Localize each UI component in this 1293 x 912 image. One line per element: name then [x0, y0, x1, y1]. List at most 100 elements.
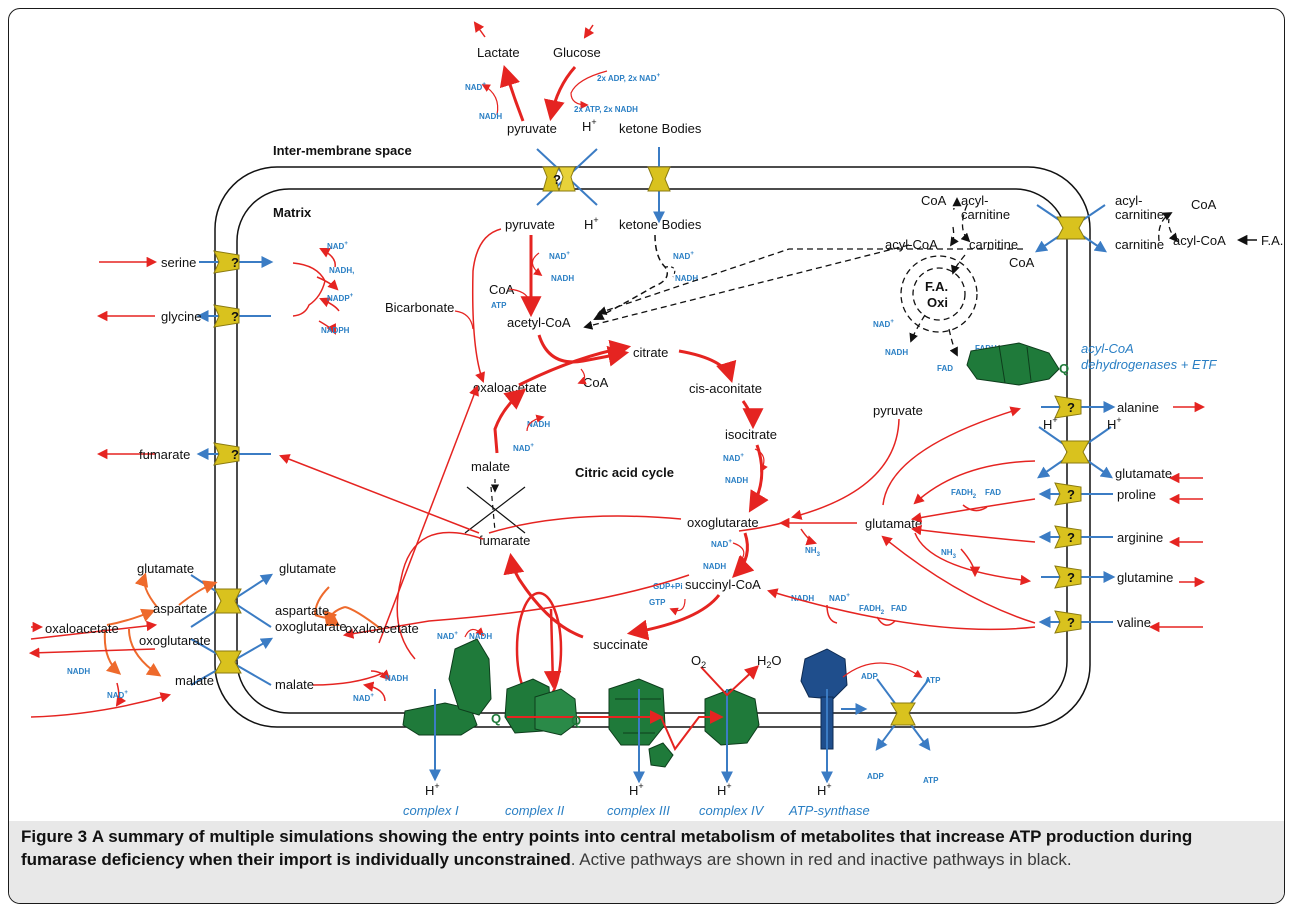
cofactor-nad-pdh: NAD+ — [549, 251, 570, 261]
transporter-proline: ? — [1038, 482, 1113, 506]
label-h-civ: H+ — [717, 781, 732, 798]
cofactor-nadp-ser: NADP+ — [327, 293, 354, 303]
pyruvate-to-acetyl — [454, 228, 676, 383]
cofactor-nad-val: NAD+ — [829, 593, 850, 603]
cofactor-nadh-ogdh: NADH — [703, 562, 726, 571]
label-complex-iii: complex III — [607, 803, 670, 818]
transporter-glutamine: ? — [1041, 565, 1116, 589]
transporter-alanine: ? — [1041, 395, 1116, 419]
svg-text:?: ? — [231, 309, 239, 324]
cofactor-atp-1: ATP — [925, 676, 941, 685]
figure-frame: Inter-membrane space Matrix Citric acid … — [8, 8, 1285, 904]
cofactor-fad-val: FAD — [891, 604, 907, 613]
cofactor-nadph-ser: NADPH — [321, 326, 350, 335]
label-glutamate-left-in: glutamate — [279, 561, 336, 576]
glycolysis-region — [473, 21, 608, 122]
label-malate-left-in: malate — [275, 677, 314, 692]
label-q-1: Q — [491, 711, 501, 726]
cofactor-nad-ogdh: NAD+ — [711, 539, 732, 549]
label-nh3-right: NH3 — [941, 548, 957, 560]
transporter-valine: ? — [1038, 610, 1113, 634]
label-fa-oxi-2: Oxi — [927, 295, 948, 310]
cofactor-nad-mdh-left: NAD+ — [353, 693, 374, 703]
svg-text:?: ? — [1067, 570, 1075, 585]
cofactor-nadh-mdh-left: NADH — [385, 674, 408, 683]
caption-band — [9, 821, 1284, 903]
metabolism-diagram: Inter-membrane space Matrix Citric acid … — [28, 21, 1283, 818]
complex-iv-icon — [700, 665, 760, 784]
label-complex-ii: complex II — [505, 803, 565, 818]
label-coa-fa1: CoA — [921, 193, 947, 208]
label-nh3-left: NH3 — [805, 546, 821, 558]
label-acyl-coa-fa: acyl-CoA — [885, 237, 938, 252]
label-proline: proline — [1117, 487, 1156, 502]
fa-oxidation — [583, 197, 1179, 357]
label-h-outer: H+ — [582, 117, 597, 134]
left-matrix-arrows — [279, 385, 790, 660]
transporter-top-pyruvate: ? — [536, 148, 598, 206]
label-succinyl-coa: succinyl-CoA — [685, 577, 761, 592]
tca-arrows — [493, 334, 769, 707]
label-h2o: H2O — [757, 653, 782, 670]
cofactor-adp-1: ADP — [861, 672, 879, 681]
label-pyruvate-right: pyruvate — [873, 403, 923, 418]
cofactor-fad-pro: FAD — [985, 488, 1001, 497]
label-malate: malate — [471, 459, 510, 474]
outer-membrane — [214, 166, 1091, 728]
cofactor-gdp-pi: GDP+Pi — [653, 582, 683, 591]
label-ketone-outer: ketone Bodies — [619, 121, 702, 136]
label-carnitine-out: carnitine — [1115, 237, 1164, 252]
label-serine: serine — [161, 255, 196, 270]
label-glutamine: glutamine — [1117, 570, 1173, 585]
cofactor-atp-pc: ATP — [491, 301, 507, 310]
label-isocitrate: isocitrate — [725, 427, 777, 442]
cofactor-fadh2-val: FADH2 — [859, 604, 885, 616]
transporter-acyl-carnitine — [1035, 204, 1107, 253]
label-o2: O2 — [691, 653, 706, 670]
cofactor-adp-2: ADP — [867, 772, 885, 781]
svg-text:?: ? — [1067, 400, 1075, 415]
label-glucose: Glucose — [553, 45, 601, 60]
label-h-right-2: H+ — [1107, 415, 1122, 432]
cofactor-nadh-ser: NADH, — [329, 266, 354, 275]
label-alanine: alanine — [1117, 400, 1159, 415]
svg-text:?: ? — [231, 255, 239, 270]
label-aspartate-left-out: aspartate — [153, 601, 207, 616]
label-bicarbonate: Bicarbonate — [385, 300, 454, 315]
cofactor-nadh-mdh: NADH — [527, 420, 550, 429]
label-dehydrogenases-2: dehydrogenases + ETF — [1081, 357, 1218, 372]
label-glutamate-matrix: glutamate — [865, 516, 922, 531]
cofactor-nadh-glyc: NADH — [479, 112, 502, 121]
cofactor-nadh-ci: NADH — [469, 632, 492, 641]
transporter-glycine: ? — [196, 304, 271, 328]
label-carnitine-fa: carnitine — [969, 237, 1018, 252]
cofactor-nad-ci: NAD+ — [437, 631, 458, 641]
transporter-atp-adp — [875, 678, 931, 751]
etf-complex-icon: Q — [966, 342, 1069, 386]
malate-aspartate-shuttle — [103, 572, 382, 677]
cofactor-fad-fa: FAD — [937, 364, 953, 373]
label-oxoglutarate-left-in: oxoglutarate — [275, 619, 347, 634]
cofactor-nad-idh: NAD+ — [723, 453, 744, 463]
label-glutamate-left-out: glutamate — [137, 561, 194, 576]
figure-caption: Figure 3 A summary of multiple simulatio… — [21, 825, 1271, 871]
label-coa-pdh: CoA — [489, 282, 515, 297]
complex-ii-icon — [504, 678, 578, 736]
label-fumarate: fumarate — [479, 533, 530, 548]
label-q-2: Q — [571, 713, 581, 728]
label-h-ciii: H+ — [629, 781, 644, 798]
right-red-arrows — [766, 401, 1206, 633]
label-coa-fa2: CoA — [1009, 255, 1035, 270]
cofactor-nad-mdh: NAD+ — [513, 443, 534, 453]
complex-iii-icon — [608, 678, 674, 784]
label-aspartate-left-in: aspartate — [275, 603, 329, 618]
etc-electron-path — [507, 710, 724, 751]
cofactor-atp-nadh: 2x ATP, 2x NADH — [574, 105, 638, 114]
cofactor-nad-fa: NAD+ — [873, 319, 894, 329]
cofactor-nad-left: NAD+ — [107, 690, 128, 700]
label-fa-oxi-1: F.A. — [925, 279, 948, 294]
cofactor-nadh-ketone: NADH — [675, 274, 698, 283]
serine-glycine-arrows — [96, 248, 340, 335]
cofactor-nad-ketone: NAD+ — [673, 251, 694, 261]
label-fa-out: F.A. — [1261, 233, 1283, 248]
